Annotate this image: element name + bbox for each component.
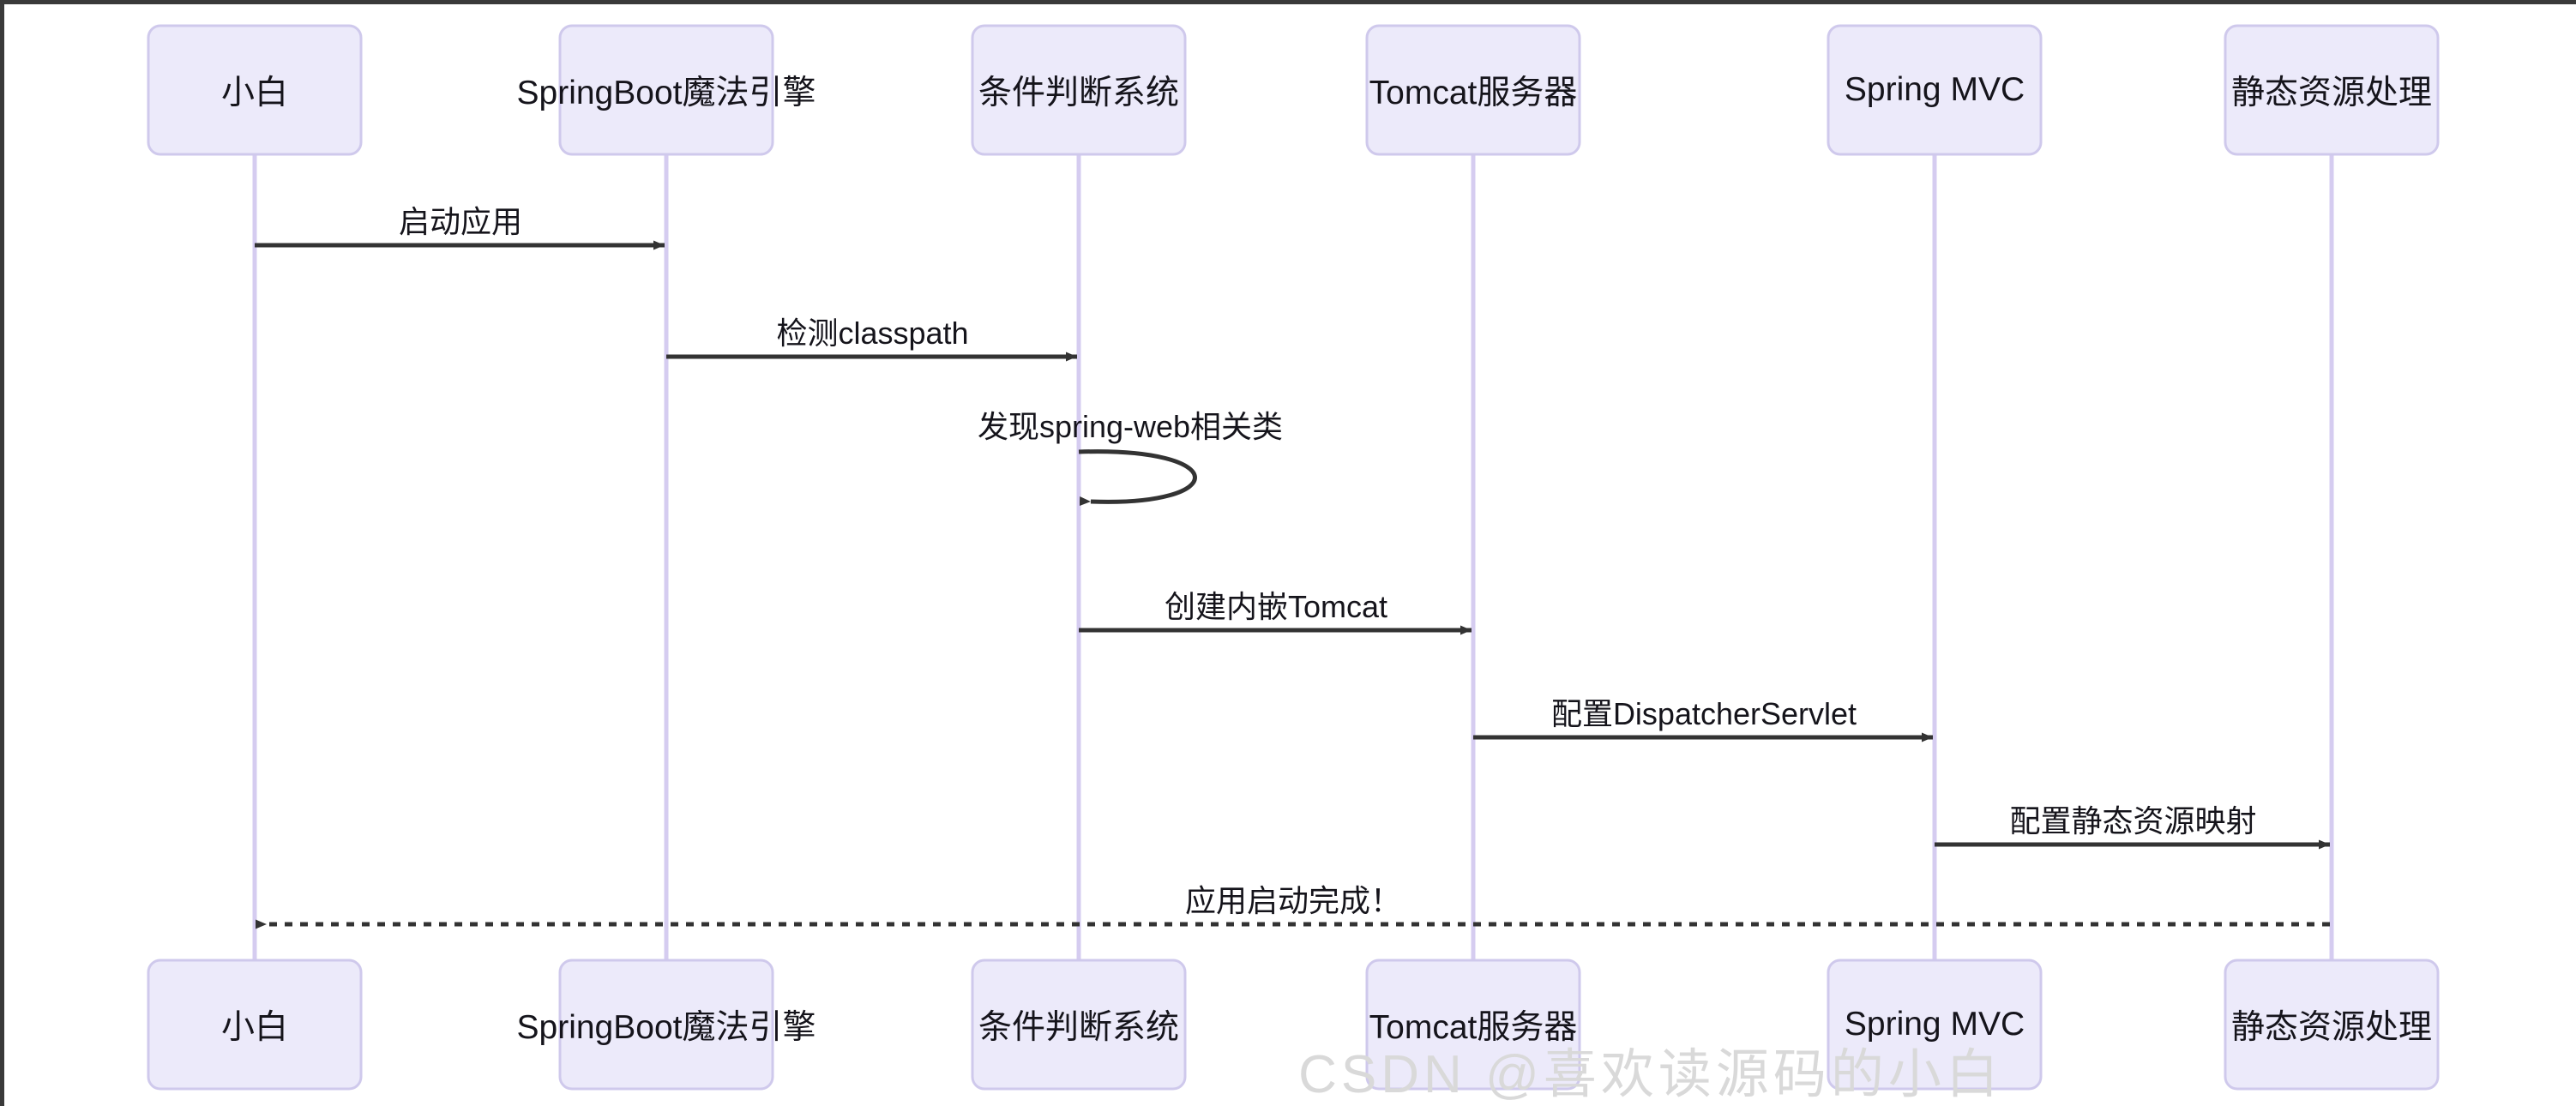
message-arrow-m3[interactable]: [1078, 449, 1197, 507]
participant-label-p1-bottom: 小白: [220, 1009, 289, 1046]
participant-box-p1-bottom[interactable]: [147, 959, 363, 1091]
message-label-m5: 配置DispatcherServlet: [1550, 696, 1857, 731]
participant-label-p6-bottom: 静态资源处理: [2230, 1009, 2433, 1046]
participant-box-p6-top[interactable]: [2224, 24, 2440, 156]
message-label-m7: 应用启动完成！: [1184, 883, 1402, 918]
message-label-m3: 发现spring-web相关类: [977, 409, 1284, 444]
participant-label-p2-top: SpringBoot魔法引擎: [516, 75, 816, 111]
participant-label-p1-top: 小白: [220, 75, 289, 111]
participant-label-p5-top: Spring MVC: [1844, 71, 2025, 108]
participant-box-p5-bottom[interactable]: [1827, 959, 2043, 1091]
participant-box-p4-bottom[interactable]: [1365, 959, 1581, 1091]
message-label-m2: 检测classpath: [776, 316, 969, 351]
participant-label-p6-top: 静态资源处理: [2230, 75, 2433, 111]
participant-box-p5-top[interactable]: [1827, 24, 2043, 156]
participant-box-p4-top[interactable]: [1365, 24, 1581, 156]
participant-label-p5-bottom: Spring MVC: [1844, 1006, 2025, 1043]
participant-label-p3-top: 条件判断系统: [978, 75, 1180, 111]
message-label-m4: 创建内嵌Tomcat: [1164, 589, 1388, 624]
participant-label-p4-top: Tomcat服务器: [1369, 75, 1578, 111]
participant-label-p2-bottom: SpringBoot魔法引擎: [516, 1009, 816, 1046]
message-label-m1: 启动应用: [398, 204, 523, 239]
participant-box-p2-top[interactable]: [558, 24, 774, 156]
participant-label-p4-bottom: Tomcat服务器: [1369, 1009, 1578, 1046]
participant-box-p1-top[interactable]: [147, 24, 363, 156]
participant-box-p2-bottom[interactable]: [558, 959, 774, 1091]
diagram-svg: [147, 24, 2440, 1091]
participant-label-p3-bottom: 条件判断系统: [978, 1009, 1180, 1046]
message-label-m6: 配置静态资源映射: [2009, 803, 2257, 839]
participant-box-p3-top[interactable]: [971, 24, 1187, 156]
participant-box-p3-bottom[interactable]: [971, 959, 1187, 1091]
participant-box-p6-bottom[interactable]: [2224, 959, 2440, 1091]
